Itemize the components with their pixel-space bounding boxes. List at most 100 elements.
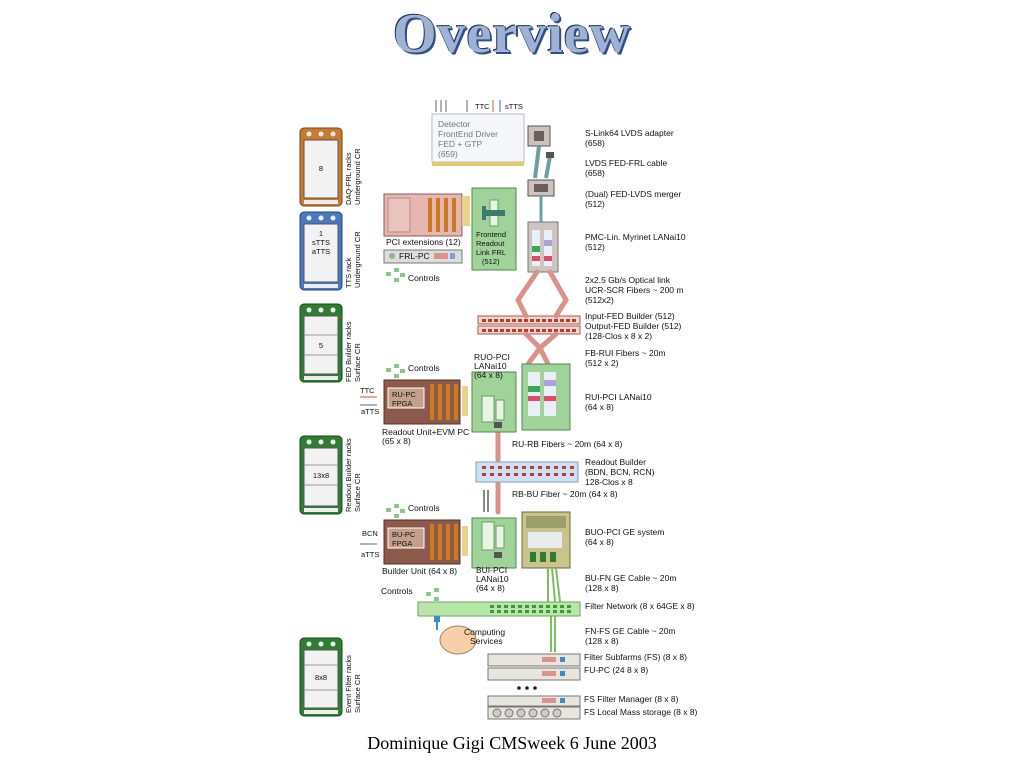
page-title: Overview [392, 3, 632, 65]
rack-count: 8x8 [315, 673, 327, 682]
detector-fed-box: TTC sTTS Detector FrontEnd Driver FED + … [431, 100, 525, 166]
rack-count: 5 [319, 341, 323, 350]
port-dot [498, 466, 502, 469]
svg-text:Readout Builder racks: Readout Builder racks [344, 438, 353, 512]
port-dot [539, 610, 543, 613]
port-dot [548, 329, 552, 332]
port-dot [525, 605, 529, 608]
frl-pc-label: FRL-PC [399, 251, 430, 261]
port-dot [567, 610, 571, 613]
component-label: (BDN, BCN, RCN) [585, 467, 655, 477]
controls-label: Controls [408, 273, 440, 283]
rack-tts: 1 sTTS aTTS TTS rack Underground CR [299, 211, 362, 291]
port-dot [554, 473, 558, 476]
port-dot [522, 473, 526, 476]
frl-module-line: Readout [476, 239, 505, 248]
bui-pci-module [471, 490, 517, 569]
port-dot [566, 329, 570, 332]
port-dot [560, 605, 564, 608]
svg-text:Underground CR: Underground CR [353, 231, 362, 288]
port-dot [530, 473, 534, 476]
port-dot [532, 610, 536, 613]
port-dot [572, 329, 576, 332]
component-label: RUI-PCI LANai10 [585, 392, 652, 402]
rack-event-filter: 8x8 Event Filter racks Surface CR [299, 637, 362, 717]
component-label: RU-RB Fibers ~ 20m (64 x 8) [512, 439, 622, 449]
svg-text:Surface CR: Surface CR [353, 343, 362, 382]
stts-label: sTTS [505, 102, 523, 111]
port-dot [497, 610, 501, 613]
rack-label: FED Builder racks [344, 321, 353, 382]
component-label: (Dual) FED-LVDS merger [585, 189, 681, 199]
rack-label: Surface CR [353, 674, 362, 713]
port-dot [522, 466, 526, 469]
component-label: Readout Builder [585, 457, 646, 467]
component-label: FB-RUI Fibers ~ 20m [585, 348, 666, 358]
port-dot [570, 473, 574, 476]
port-dot [482, 329, 486, 332]
fs-filter-manager [487, 695, 581, 707]
port-dot [494, 319, 498, 322]
readout-builder-switch [475, 461, 579, 483]
port-dot [546, 610, 550, 613]
port-dot [567, 605, 571, 608]
svg-text:Event Filter racks: Event Filter racks [344, 655, 353, 713]
port-dot [514, 466, 518, 469]
port-dot [538, 466, 542, 469]
port-dot [542, 329, 546, 332]
component-label: BUO-PCI GE system [585, 527, 664, 537]
svg-text:FED Builder racks: FED Builder racks [344, 321, 353, 382]
port-dot [532, 605, 536, 608]
svg-text:Underground CR: Underground CR [353, 148, 362, 205]
detector-line: FED + GTP [438, 139, 482, 149]
footer-credit: Dominique Gigi CMSweek 6 June 2003 [367, 733, 657, 753]
port-dot [542, 319, 546, 322]
detector-line: FrontEnd Driver [438, 129, 498, 139]
svg-text:DAQ-FRL racks: DAQ-FRL racks [344, 152, 353, 205]
frl-module-line: Link FRL [476, 248, 506, 257]
atts-label: aTTS [361, 550, 379, 559]
component-label: FS Local Mass storage (8 x 8) [584, 707, 698, 717]
optical-fibers [495, 269, 569, 515]
component-label: PMC-Lin. Myrinet LANai10 [585, 232, 686, 242]
port-dot [504, 605, 508, 608]
filter-subfarm [487, 653, 581, 667]
port-dot [536, 329, 540, 332]
port-dot [553, 610, 557, 613]
component-label: LVDS FED-FRL cable [585, 158, 667, 168]
rack-label: Surface CR [353, 343, 362, 382]
bui-line: BUI-PCI [476, 565, 507, 575]
port-dot [566, 319, 570, 322]
port-dot [546, 605, 550, 608]
port-dot [546, 466, 550, 469]
rack-label: Readout Builder racks [344, 438, 353, 512]
ru-caption: (65 x 8) [382, 436, 411, 446]
controls-network-icon [426, 588, 439, 601]
port-dot [506, 329, 510, 332]
frl-pc: FRL-PC [383, 249, 463, 264]
atts-label: aTTS [361, 407, 379, 416]
component-label: (512) [585, 242, 605, 252]
computing-services [439, 625, 477, 655]
port-dot [511, 605, 515, 608]
port-dot [560, 610, 564, 613]
ttc-label: TTC [360, 386, 375, 395]
port-dot [490, 466, 494, 469]
port-dot [506, 319, 510, 322]
port-dot [488, 329, 492, 332]
component-label: (658) [585, 168, 605, 178]
port-dot [511, 610, 515, 613]
port-dot [490, 605, 494, 608]
bu-pc: BU-PC FPGA [383, 519, 468, 565]
component-label: (128 x 8) [585, 583, 619, 593]
rack-label: DAQ-FRL racks [344, 152, 353, 205]
pci-extension-crate: PCI extensions (12) [383, 193, 470, 247]
rack-count: 13x8 [313, 471, 329, 480]
port-dot [482, 319, 486, 322]
component-labels: S-Link64 LVDS adapter(658)LVDS FED-FRL c… [512, 128, 698, 717]
port-dot [490, 610, 494, 613]
rack-label: Underground CR [353, 231, 362, 288]
port-dot [524, 319, 528, 322]
port-dot [530, 319, 534, 322]
component-label: 2x2.5 Gb/s Optical link [585, 275, 671, 285]
